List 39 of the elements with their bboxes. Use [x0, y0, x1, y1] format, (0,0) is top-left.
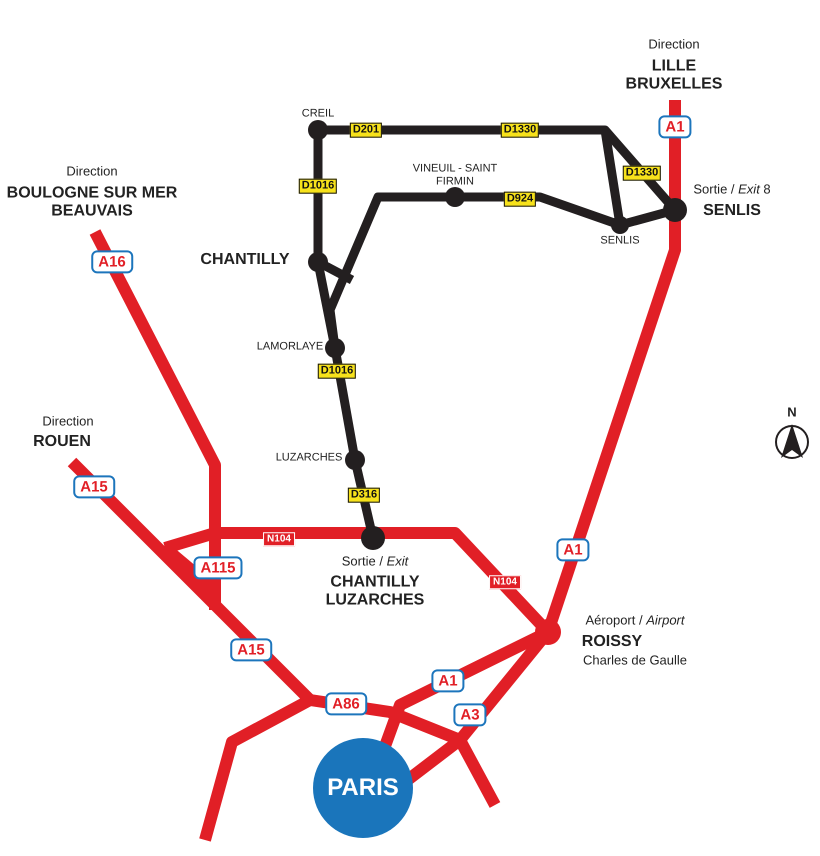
town-name: LAMORLAYE — [256, 340, 324, 354]
town-name: SENLIS — [600, 234, 640, 248]
town-name: CHANTILLY — [199, 250, 291, 270]
destination-name: ROUEN — [33, 432, 91, 452]
road-sign: D316 — [348, 488, 380, 502]
road-sign: A15 — [230, 638, 272, 662]
exit-name: CHANTILLY LUZARCHES — [324, 574, 426, 610]
town-name: CREIL — [302, 108, 334, 120]
road-sign: A15 — [73, 475, 115, 499]
road-sign: A86 — [325, 692, 367, 716]
direction-label: Direction — [66, 164, 118, 180]
road-sign: D1330 — [622, 166, 662, 180]
exit-label: Sortie / Exit — [342, 554, 408, 570]
road-sign: A16 — [91, 250, 133, 274]
road-sign: D1016 — [298, 178, 338, 194]
road-sign: A1 — [556, 538, 590, 562]
north-label: N — [787, 406, 797, 420]
road-sign: N104 — [489, 575, 521, 589]
airport-name: ROISSY — [582, 632, 642, 652]
road-sign: A1 — [658, 115, 692, 139]
airport-name: Charles de Gaulle — [582, 654, 688, 668]
road-sign: D201 — [350, 122, 382, 138]
road-sign: D1016 — [318, 364, 356, 378]
direction-label: Direction — [648, 38, 700, 52]
exit-label: Sortie / Exit 8 — [693, 182, 771, 198]
city-marker: PARIS — [313, 738, 413, 838]
town-name: LUZARCHES — [276, 452, 342, 464]
road-sign: D1330 — [500, 122, 540, 138]
road-sign: D924 — [504, 192, 536, 206]
destination-name: BOULOGNE SUR MER BEAUVAIS — [6, 184, 178, 222]
destination-name: LILLE BRUXELLES — [624, 58, 724, 94]
direction-label: Direction — [42, 414, 94, 430]
road-sign: A3 — [453, 703, 487, 727]
road-sign: N104 — [263, 532, 295, 546]
road-sign: A1 — [431, 669, 465, 693]
road-sign: A115 — [193, 556, 243, 580]
town-name: SENLIS — [703, 202, 761, 220]
town-name: VINEUIL - SAINT FIRMIN — [412, 162, 498, 188]
airport-label: Aéroport / Airport — [586, 614, 684, 628]
